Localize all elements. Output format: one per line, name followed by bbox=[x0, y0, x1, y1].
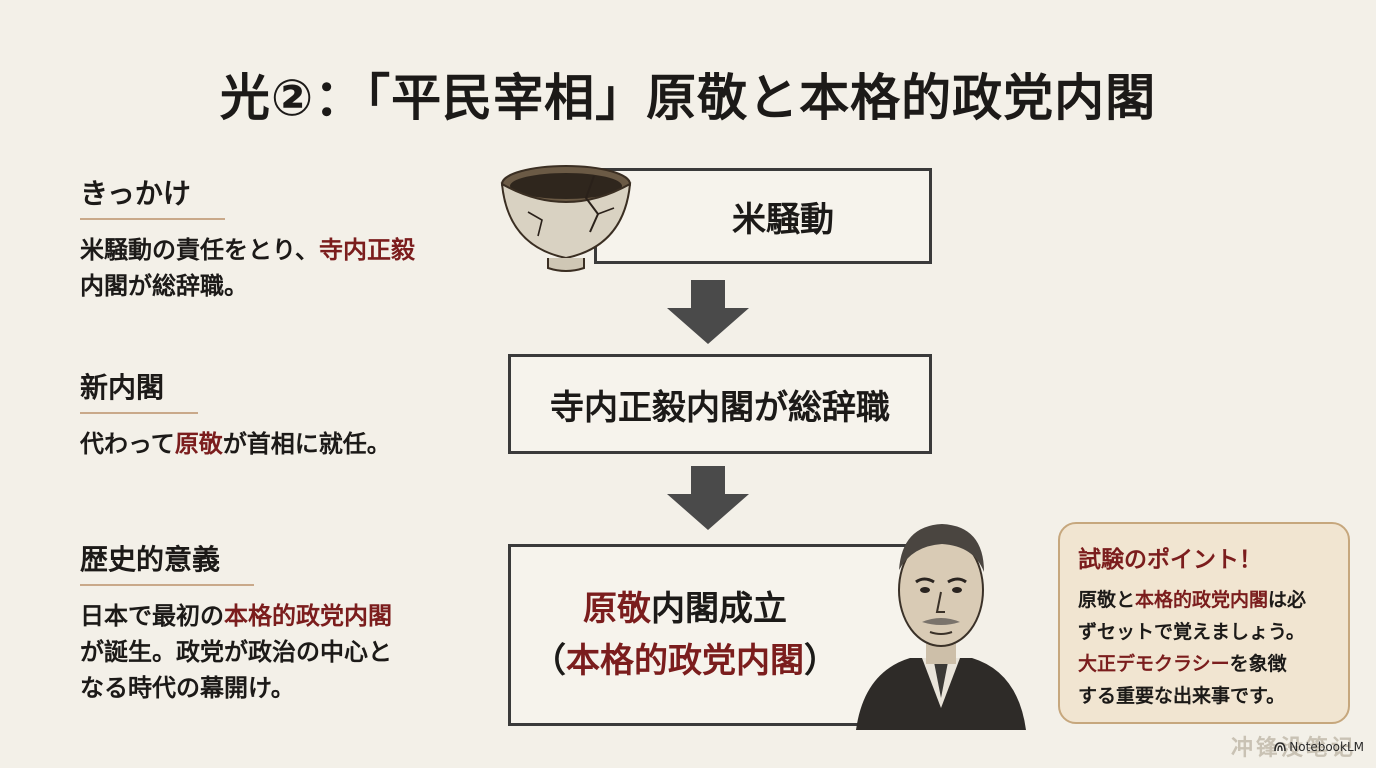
exam-point-box: 試験のポイント！ 原敬と本格的政党内閣は必ずセットで覚えましょう。大正デモクラシ… bbox=[1058, 522, 1350, 724]
flow-step-rice-riot: 米騒動 bbox=[594, 168, 932, 264]
accent-text: 大正デモクラシー bbox=[1078, 653, 1230, 675]
section-text: 米騒動の責任をとり、寺内正毅内閣が総辞職。 bbox=[80, 232, 500, 304]
flow-step-label: 寺内正毅内閣が総辞職 bbox=[550, 387, 890, 428]
text-line: 日本で最初の本格的政党内閣 bbox=[80, 598, 500, 634]
portrait-hara-takashi-icon bbox=[856, 524, 1026, 730]
flow-step-hara-cabinet: 原敬内閣成立 （本格的政党内閣） bbox=[508, 544, 932, 726]
body-text: 代わって bbox=[80, 430, 175, 458]
section-heading: 歴史的意義 bbox=[80, 538, 255, 586]
section-new-cabinet: 新内閣 代わって原敬が首相に就任。 bbox=[80, 366, 500, 462]
body-text: なる時代の幕開け。 bbox=[80, 674, 295, 702]
flow-step-line: （本格的政党内閣） bbox=[532, 635, 838, 687]
text-line: なる時代の幕開け。 bbox=[80, 670, 500, 706]
text-line: ずセットで覚えましょう。 bbox=[1078, 616, 1330, 648]
flow-step-label: 米騒動 bbox=[732, 199, 834, 240]
exam-point-text: 原敬と本格的政党内閣は必ずセットで覚えましょう。大正デモクラシーを象徴する重要な… bbox=[1078, 584, 1330, 712]
exam-point-title: 試験のポイント！ bbox=[1078, 547, 1262, 573]
body-text: 内閣が総辞職。 bbox=[80, 272, 248, 300]
text-line: が誕生。政党が政治の中心と bbox=[80, 634, 500, 670]
flow-step-terauchi-resign: 寺内正毅内閣が総辞職 bbox=[508, 354, 932, 454]
accent-text: 寺内正毅 bbox=[319, 236, 416, 264]
flow-accent: 原敬 bbox=[583, 589, 651, 629]
page-title: 光②：「平民宰相」原敬と本格的政党内閣 bbox=[219, 69, 1157, 127]
flow-text: 内閣成立 bbox=[651, 589, 787, 629]
body-text: を象徴 bbox=[1229, 653, 1287, 675]
section-text: 日本で最初の本格的政党内閣が誕生。政党が政治の中心となる時代の幕開け。 bbox=[80, 598, 500, 706]
text-line: 米騒動の責任をとり、寺内正毅 bbox=[80, 232, 500, 268]
flow-step-line: 原敬内閣成立 bbox=[583, 583, 787, 635]
section-heading: きっかけ bbox=[80, 172, 225, 220]
notebooklm-logo-text: NotebookLM bbox=[1289, 740, 1364, 754]
text-line: 大正デモクラシーを象徴 bbox=[1078, 648, 1330, 680]
flow-paren: ） bbox=[804, 641, 838, 681]
section-significance: 歴史的意義 日本で最初の本格的政党内閣が誕生。政党が政治の中心となる時代の幕開け… bbox=[80, 538, 500, 706]
accent-text: 本格的政党内閣 bbox=[1135, 589, 1269, 611]
body-text: が誕生。政党が政治の中心と bbox=[80, 638, 392, 666]
section-heading: 新内閣 bbox=[80, 366, 199, 414]
down-arrow-icon bbox=[667, 466, 749, 530]
flow-accent: 本格的政党内閣 bbox=[566, 641, 804, 681]
broken-rice-bowl-icon bbox=[500, 165, 632, 272]
text-line: 原敬と本格的政党内閣は必 bbox=[1078, 584, 1330, 616]
down-arrow-icon bbox=[667, 280, 749, 344]
text-line: 代わって原敬が首相に就任。 bbox=[80, 426, 500, 462]
body-text: 原敬と bbox=[1078, 589, 1136, 611]
body-text: が首相に就任。 bbox=[222, 430, 391, 458]
watermark-signature: 冲锋没笔记 bbox=[1230, 735, 1356, 761]
section-trigger: きっかけ 米騒動の責任をとり、寺内正毅内閣が総辞職。 bbox=[80, 172, 500, 304]
body-text: は必 bbox=[1268, 589, 1307, 611]
notebooklm-logo: NotebookLM bbox=[1274, 740, 1364, 754]
accent-text: 本格的政党内閣 bbox=[224, 602, 392, 630]
body-text: 日本で最初の bbox=[80, 602, 224, 630]
body-text: する重要な出来事です。 bbox=[1078, 685, 1286, 707]
text-line: 内閣が総辞職。 bbox=[80, 268, 500, 304]
body-text: 米騒動の責任をとり、 bbox=[80, 236, 320, 264]
notebooklm-logo-icon bbox=[1274, 742, 1287, 752]
text-line: する重要な出来事です。 bbox=[1078, 680, 1330, 712]
body-text: ずセットで覚えましょう。 bbox=[1078, 621, 1305, 643]
accent-text: 原敬 bbox=[174, 430, 223, 458]
flow-paren: （ bbox=[532, 641, 566, 681]
section-text: 代わって原敬が首相に就任。 bbox=[80, 426, 500, 462]
